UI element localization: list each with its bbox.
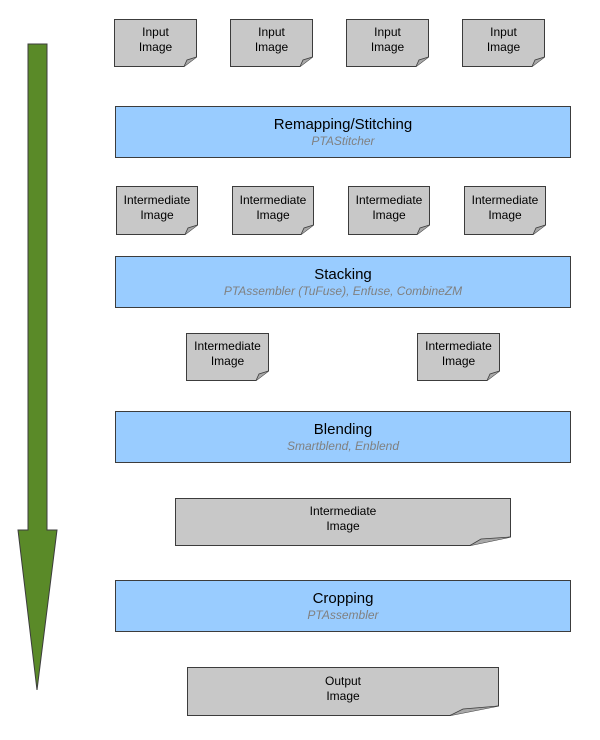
doc-label-line2: Image <box>372 207 406 222</box>
stage-title: Remapping/Stitching <box>273 116 413 133</box>
intermediate-image-wide: Intermediate Image <box>175 498 511 546</box>
doc-label-line2: Image <box>370 40 405 54</box>
doc-label-line2: Image <box>140 207 174 222</box>
doc-label-line1: Intermediate <box>309 504 377 518</box>
doc-label-line2: Image <box>256 207 290 222</box>
intermediate-image: Intermediate Image <box>186 333 269 381</box>
input-image-2: Input Image <box>230 19 313 67</box>
stage-tools: PTAStitcher <box>311 134 375 148</box>
intermediate-image: Intermediate Image <box>348 186 430 235</box>
doc-label-line2: Image <box>486 40 521 54</box>
doc-label-line1: Intermediate <box>425 339 492 353</box>
input-image-1: Input Image <box>114 19 197 67</box>
stage-tools: Smartblend, Enblend <box>286 439 400 453</box>
doc-label-line2: Image <box>488 207 522 222</box>
intermediate-image: Intermediate Image <box>116 186 198 235</box>
intermediate-image: Intermediate Image <box>417 333 500 381</box>
doc-label-line1: Intermediate <box>355 192 423 207</box>
doc-label-line2: Image <box>441 354 476 368</box>
output-image: Output Image <box>187 667 499 716</box>
doc-label-line1: Input <box>142 25 169 39</box>
doc-label-line1: Input <box>490 25 517 39</box>
down-arrow-icon <box>17 43 58 691</box>
stage-title: Cropping <box>312 590 374 607</box>
doc-label-line1: Intermediate <box>194 339 261 353</box>
remapping-stage: Remapping/Stitching PTAStitcher <box>115 106 571 158</box>
doc-label-line1: Intermediate <box>471 192 539 207</box>
doc-label-line1: Output <box>324 673 362 688</box>
doc-label-line2: Image <box>326 688 360 703</box>
intermediate-image: Intermediate Image <box>232 186 314 235</box>
doc-label-line2: Image <box>138 40 173 54</box>
blending-stage: Blending Smartblend, Enblend <box>115 411 571 463</box>
doc-label-line2: Image <box>326 519 360 533</box>
stage-tools: PTAssembler (TuFuse), Enfuse, CombineZM <box>223 284 463 298</box>
stage-title: Blending <box>313 421 373 438</box>
doc-label-line1: Input <box>374 25 401 39</box>
arrow-shape <box>17 43 58 691</box>
doc-label-line1: Intermediate <box>123 192 191 207</box>
stage-tools: PTAssembler <box>307 608 379 622</box>
doc-label-line2: Image <box>210 354 245 368</box>
doc-label-line1: Input <box>258 25 285 39</box>
intermediate-image: Intermediate Image <box>464 186 546 235</box>
stacking-stage: Stacking PTAssembler (TuFuse), Enfuse, C… <box>115 256 571 308</box>
stage-title: Stacking <box>314 266 372 283</box>
input-image-3: Input Image <box>346 19 429 67</box>
cropping-stage: Cropping PTAssembler <box>115 580 571 632</box>
input-image-4: Input Image <box>462 19 545 67</box>
doc-label-line2: Image <box>254 40 289 54</box>
doc-label-line1: Intermediate <box>239 192 307 207</box>
